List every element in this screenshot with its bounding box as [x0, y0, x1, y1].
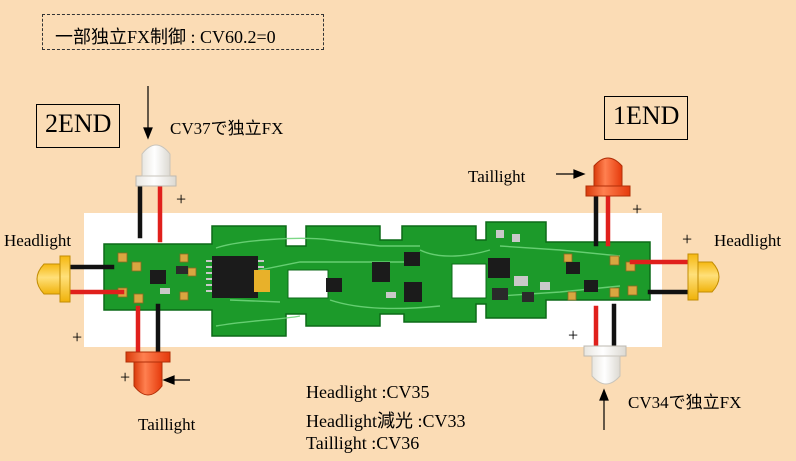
cv-list-value: CV33 [422, 411, 466, 431]
cv60-note: 一部独立FX制御 : CV60.2=0 [42, 14, 324, 50]
cv-list-item: Taillight :CV36 [306, 433, 420, 453]
pcb-cutout [451, 263, 487, 299]
plus-sign-1end-taillight: + [632, 199, 643, 219]
cv-list-item: Headlight減光 :CV33 [306, 411, 466, 431]
taillight-left-label: Taillight [138, 415, 196, 434]
cv-list-name: Headlight [306, 382, 377, 402]
headlight-right-label: Headlight [714, 231, 782, 250]
led-white-2end [135, 144, 177, 187]
pcb-cutout [287, 269, 329, 299]
end1-instruction: CV34で独立FX [628, 393, 742, 412]
led-red-1end [585, 157, 631, 197]
plus-sign-left-headlight: + [72, 327, 83, 347]
cv-list-name: Taillight [306, 433, 367, 453]
pcb-pads-left [117, 252, 197, 304]
pcb-components [150, 230, 598, 302]
led-yellow-right [687, 253, 720, 301]
cv-list-value: CV35 [386, 382, 430, 402]
taillight-right-label: Taillight [468, 167, 526, 186]
arrows [143, 86, 609, 430]
headlight-left-label: Headlight [4, 231, 72, 250]
plus-sign-2end-taillight: + [120, 367, 131, 387]
led-red-2end [125, 351, 171, 396]
cv-list-item: Headlight :CV35 [306, 382, 430, 402]
pcb-pads-right [563, 253, 638, 301]
wires [67, 185, 691, 355]
plus-sign-right-headlight: + [682, 229, 693, 249]
plus-sign-1end-bottom: + [568, 325, 579, 345]
end1-label: 1END [604, 96, 689, 140]
led-white-1end [583, 345, 627, 385]
cv-list-value: CV36 [376, 433, 420, 453]
end2-instruction: CV37で独立FX [170, 119, 284, 138]
cv-list-name: Headlight減光 [306, 411, 413, 431]
plus-sign-2end-top: + [176, 189, 187, 209]
end2-label: 2END [36, 104, 121, 148]
led-yellow-left [36, 255, 71, 303]
